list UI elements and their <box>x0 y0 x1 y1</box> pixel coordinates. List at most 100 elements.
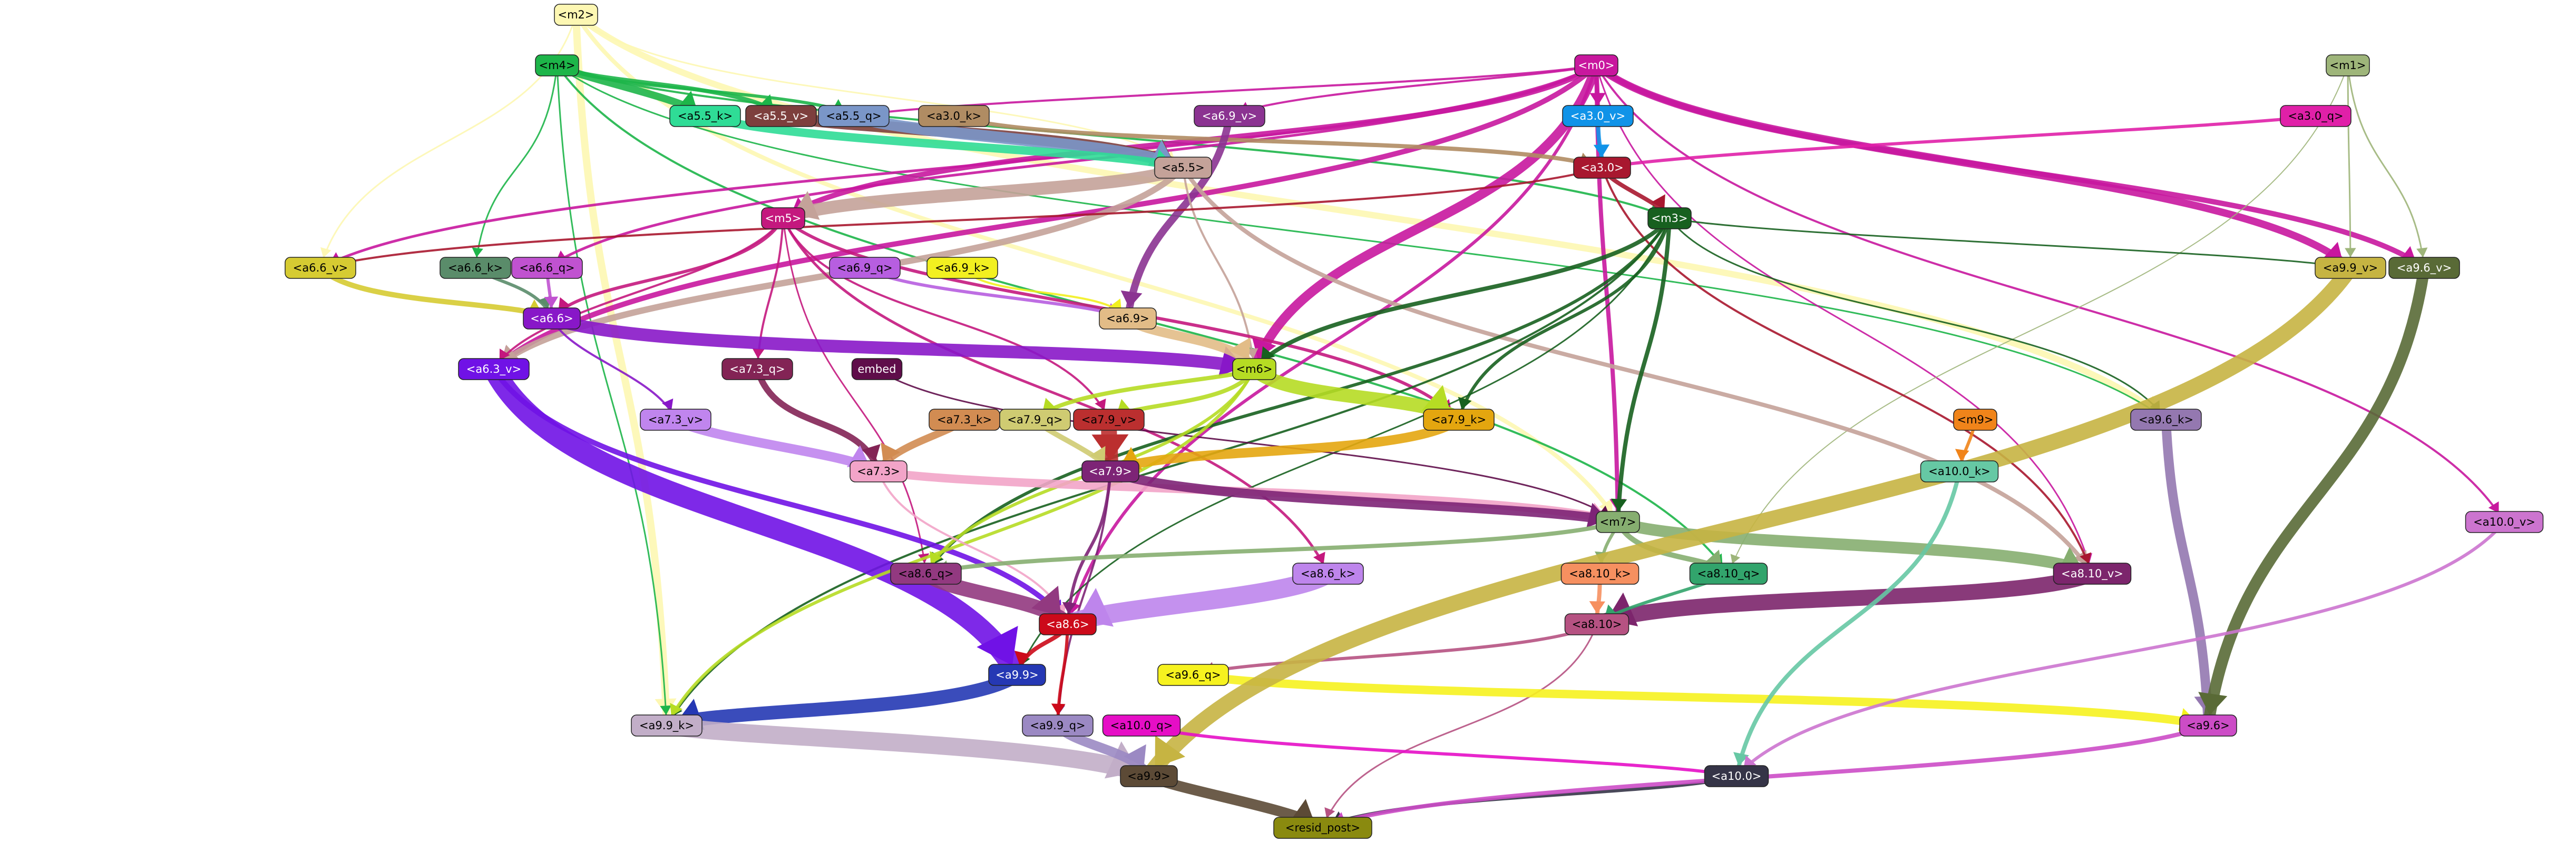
node-a7-9-k[interactable]: <a7.9_k> <box>1423 409 1495 431</box>
node-box-a10-0-v[interactable] <box>2465 511 2544 533</box>
node-box-m9[interactable] <box>1953 409 1997 431</box>
node-a7-9-q[interactable]: <a7.9_q> <box>999 409 1071 431</box>
node-box-a8-6[interactable] <box>1039 613 1097 635</box>
node-a6-6-v[interactable]: <a6.6_v> <box>285 257 356 279</box>
node-box-a9-6-v[interactable] <box>2388 257 2460 279</box>
node-box-a7-9-v[interactable] <box>1073 409 1145 431</box>
node-a8-10-v[interactable]: <a8.10_v> <box>2053 563 2132 585</box>
node-m0[interactable]: <m0> <box>1574 54 1618 76</box>
node-a8-6-q[interactable]: <a8.6_q> <box>890 563 962 585</box>
node-box-m4[interactable] <box>535 54 579 76</box>
node-a9-9[interactable]: <a9.9> <box>988 664 1046 686</box>
node-a3-0-q[interactable]: <a3.0_q> <box>2280 105 2351 127</box>
node-box-a3-0-v[interactable] <box>1562 105 1634 127</box>
node-box-a6-3-v[interactable] <box>458 358 530 380</box>
node-box-a8-6-k[interactable] <box>1292 563 1364 585</box>
node-box-a9-9-k[interactable] <box>631 714 702 737</box>
node-a6-9-q[interactable]: <a6.9_q> <box>829 257 901 279</box>
node-box-a8-10[interactable] <box>1564 613 1629 635</box>
node-box-m1[interactable] <box>2326 54 2370 76</box>
node-m7[interactable]: <m7> <box>1596 511 1640 533</box>
node-a10-0-q[interactable]: <a10.0_q> <box>1102 714 1181 737</box>
node-a3-0-k[interactable]: <a3.0_k> <box>918 105 990 127</box>
node-m5[interactable]: <m5> <box>761 207 805 229</box>
node-a9-6[interactable]: <a9.6> <box>2179 714 2237 737</box>
node-m2[interactable]: <m2> <box>554 4 598 26</box>
node-box-a9-9-v[interactable] <box>2315 257 2386 279</box>
node-a7-3-q[interactable]: <a7.3_q> <box>721 358 793 380</box>
node-m3[interactable]: <m3> <box>1647 207 1692 229</box>
node-box-m6[interactable] <box>1232 358 1276 380</box>
node-box-m3[interactable] <box>1647 207 1692 229</box>
node-box-a5-5-k[interactable] <box>669 105 741 127</box>
node-box-a8-10-v[interactable] <box>2053 563 2132 585</box>
node-a9-9-q[interactable]: <a9.9_q> <box>1022 714 1094 737</box>
node-box-a6-6-k[interactable] <box>440 257 511 279</box>
node-a7-3-v[interactable]: <a7.3_v> <box>640 409 711 431</box>
node-a7-9[interactable]: <a7.9> <box>1081 460 1139 482</box>
node-a5-5-k[interactable]: <a5.5_k> <box>669 105 741 127</box>
node-box-a3-0-q[interactable] <box>2280 105 2351 127</box>
node-box-a9-6-q[interactable] <box>1157 664 1229 686</box>
node-box-a6-6-v[interactable] <box>285 257 356 279</box>
node-a6-6-q[interactable]: <a6.6_q> <box>511 257 583 279</box>
node-a9-6-k[interactable]: <a9.6_k> <box>2130 409 2202 431</box>
node-m6[interactable]: <m6> <box>1232 358 1276 380</box>
node-box-a10-0-q[interactable] <box>1102 714 1181 737</box>
node-a8-6[interactable]: <a8.6> <box>1039 613 1097 635</box>
node-box-m5[interactable] <box>761 207 805 229</box>
node-a3-0[interactable]: <a3.0> <box>1573 157 1631 179</box>
node-box-a3-0-k[interactable] <box>918 105 990 127</box>
node-a10-0-v[interactable]: <a10.0_v> <box>2465 511 2544 533</box>
node-box-resid-post[interactable] <box>1273 817 1372 839</box>
node-box-a9-x[interactable] <box>1120 765 1178 787</box>
node-a6-6-k[interactable]: <a6.6_k> <box>440 257 511 279</box>
node-box-a6-9-k[interactable] <box>926 257 998 279</box>
node-a6-9[interactable]: <a6.9> <box>1099 307 1157 330</box>
node-box-a8-10-q[interactable] <box>1689 563 1768 585</box>
node-box-a6-6-q[interactable] <box>511 257 583 279</box>
node-box-a5-5-q[interactable] <box>818 105 890 127</box>
node-a3-0-v[interactable]: <a3.0_v> <box>1562 105 1634 127</box>
node-box-a7-3-v[interactable] <box>640 409 711 431</box>
node-box-a8-10-k[interactable] <box>1560 563 1640 585</box>
node-a8-6-k[interactable]: <a8.6_k> <box>1292 563 1364 585</box>
node-box-a5-5-v[interactable] <box>745 105 817 127</box>
node-box-a9-9-q[interactable] <box>1022 714 1094 737</box>
node-box-a6-9[interactable] <box>1099 307 1157 330</box>
node-a6-3-v[interactable]: <a6.3_v> <box>458 358 530 380</box>
node-m9[interactable]: <m9> <box>1953 409 1997 431</box>
node-box-a3-0[interactable] <box>1573 157 1631 179</box>
node-box-a7-3-q[interactable] <box>721 358 793 380</box>
node-a9-x[interactable]: <a9.9> <box>1120 765 1178 787</box>
node-box-a10-0[interactable] <box>1704 765 1769 787</box>
node-box-a6-6[interactable] <box>523 307 581 330</box>
node-box-a7-3[interactable] <box>850 460 908 482</box>
node-box-a9-9[interactable] <box>988 664 1046 686</box>
node-a5-5-v[interactable]: <a5.5_v> <box>745 105 817 127</box>
node-box-m0[interactable] <box>1574 54 1618 76</box>
node-a8-10[interactable]: <a8.10> <box>1564 613 1629 635</box>
node-a6-9-k[interactable]: <a6.9_k> <box>926 257 998 279</box>
node-a10-0[interactable]: <a10.0> <box>1704 765 1769 787</box>
node-box-a7-9-k[interactable] <box>1423 409 1495 431</box>
node-a10-0-k[interactable]: <a10.0_k> <box>1920 460 1999 482</box>
node-box-a5-5[interactable] <box>1154 157 1212 179</box>
node-box-embed[interactable] <box>851 358 903 380</box>
node-a9-9-k[interactable]: <a9.9_k> <box>631 714 702 737</box>
node-box-a9-6-k[interactable] <box>2130 409 2202 431</box>
node-a8-10-k[interactable]: <a8.10_k> <box>1560 563 1640 585</box>
node-box-a10-0-k[interactable] <box>1920 460 1999 482</box>
node-box-a9-6[interactable] <box>2179 714 2237 737</box>
node-a9-6-v[interactable]: <a9.6_v> <box>2388 257 2460 279</box>
node-box-a6-9-v[interactable] <box>1194 105 1265 127</box>
node-a9-9-v[interactable]: <a9.9_v> <box>2315 257 2386 279</box>
node-box-a8-6-q[interactable] <box>890 563 962 585</box>
node-box-a7-9-q[interactable] <box>999 409 1071 431</box>
node-a5-5[interactable]: <a5.5> <box>1154 157 1212 179</box>
node-m1[interactable]: <m1> <box>2326 54 2370 76</box>
node-a7-9-v[interactable]: <a7.9_v> <box>1073 409 1145 431</box>
node-box-m7[interactable] <box>1596 511 1640 533</box>
node-box-a7-9[interactable] <box>1081 460 1139 482</box>
node-a8-10-q[interactable]: <a8.10_q> <box>1689 563 1768 585</box>
